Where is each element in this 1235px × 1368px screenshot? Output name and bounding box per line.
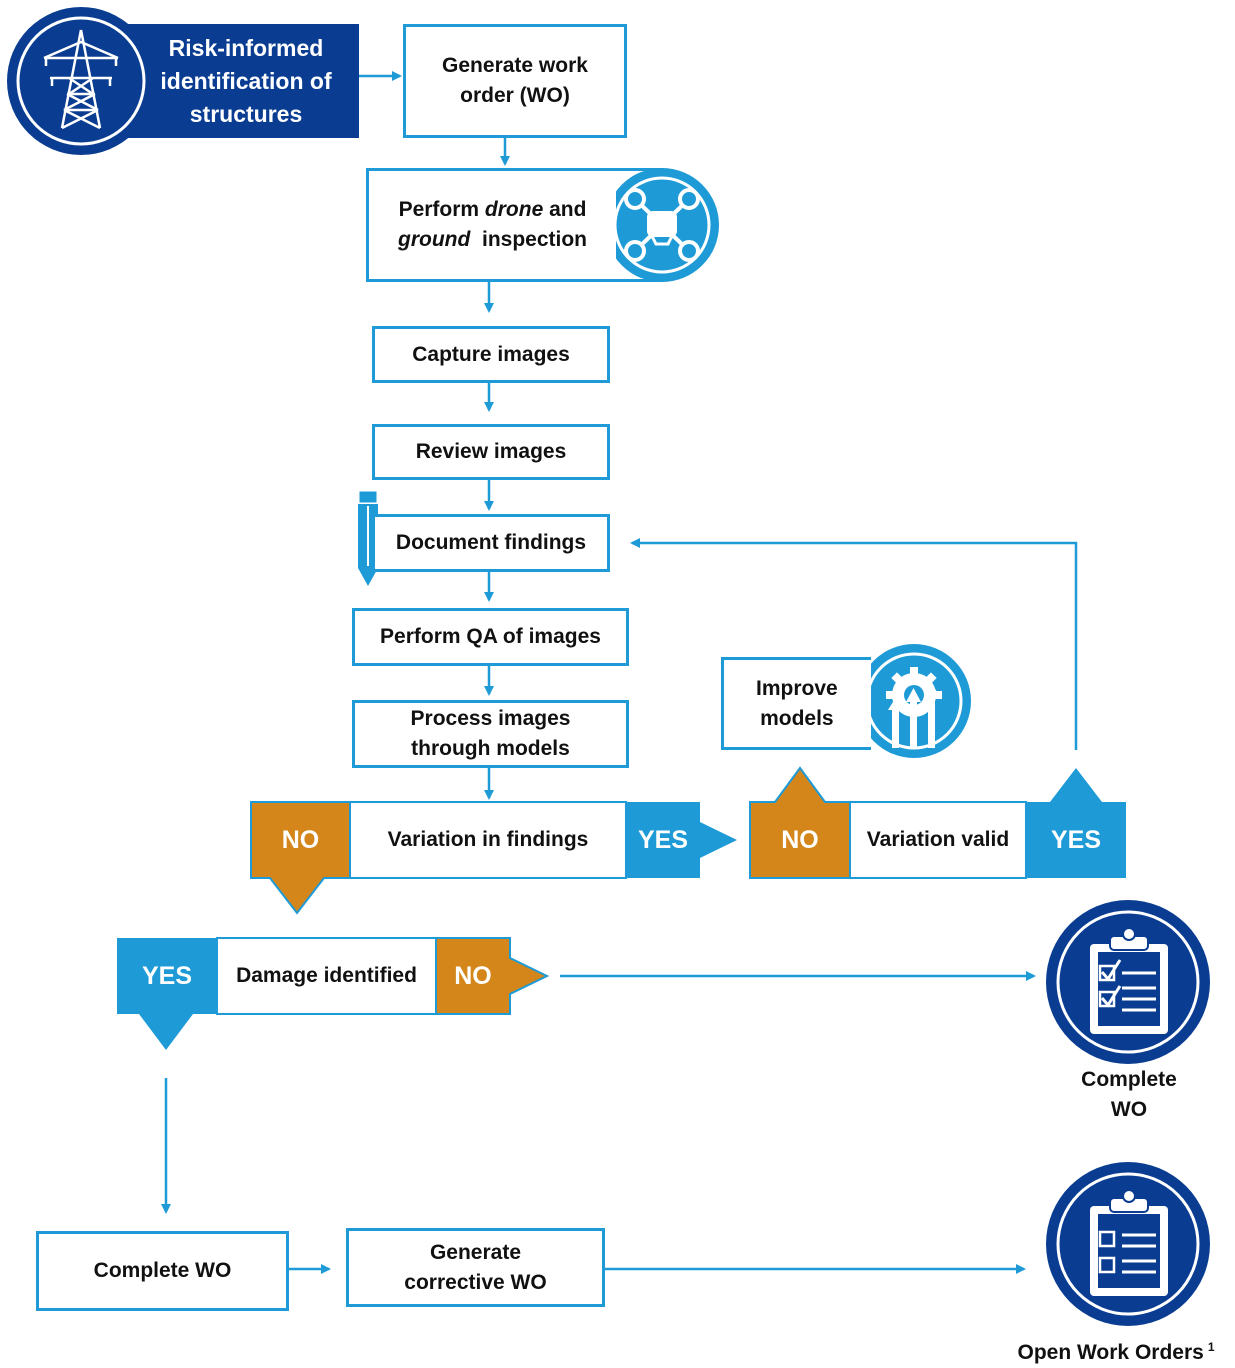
step-improve-models-label: Improve models — [756, 676, 838, 730]
decision-variation-findings — [250, 801, 737, 915]
step-generate-corrective-wo[interactable]: Generate corrective WO — [346, 1228, 605, 1307]
complete-wo-badge — [1046, 900, 1210, 1064]
start-circle — [7, 7, 155, 155]
step-perform-qa-label: Perform QA of images — [380, 625, 601, 648]
complete-wo-caption: Complete WO — [1081, 1068, 1177, 1121]
variation-valid-yes[interactable]: YES — [1050, 825, 1102, 854]
decision-variation-valid — [749, 766, 1126, 879]
variation-findings-question: Variation in findings — [387, 828, 589, 851]
variation-findings-yes[interactable]: YES — [637, 825, 689, 854]
open-work-orders-label: Open Work Orders — [1017, 1341, 1204, 1364]
loop-valid-to-document — [630, 538, 1078, 750]
variation-valid-no[interactable]: NO — [781, 825, 819, 854]
question-shape — [349, 801, 627, 879]
variation-findings-no[interactable]: NO — [281, 825, 320, 854]
step-process-images[interactable]: Process images through models — [352, 700, 629, 768]
damage-identified-no[interactable]: NO — [454, 961, 492, 990]
drone-badge — [605, 168, 719, 282]
no-branch-shape — [435, 937, 550, 1015]
yes-branch-shape — [1026, 768, 1126, 878]
question-shape — [849, 801, 1027, 879]
start-label: Risk-informed identification of structur… — [160, 34, 332, 127]
transmission-tower-icon — [43, 29, 119, 130]
step-complete-wo[interactable]: Complete WO — [36, 1231, 289, 1311]
inspection-box-bottom-edge — [614, 279, 662, 282]
step-perform-inspection-label: Perform drone and ground inspection — [398, 198, 587, 251]
step-document-findings[interactable]: Document findings — [375, 514, 610, 572]
pencil-icon — [358, 491, 378, 586]
step-complete-wo-label: Complete WO — [93, 1259, 232, 1282]
yes-branch-shape — [626, 802, 737, 878]
gear-growth-badge — [857, 644, 971, 758]
decision-damage-identified — [117, 937, 550, 1050]
variation-valid-question: Variation valid — [866, 828, 1010, 851]
gear-growth-icon — [886, 667, 942, 748]
damage-identified-question: Damage identified — [236, 964, 417, 987]
step-capture-images[interactable]: Capture images — [372, 326, 610, 383]
yes-branch-shape — [117, 938, 217, 1050]
inspection-box-top-edge — [614, 168, 662, 171]
no-branch-shape — [749, 766, 851, 879]
step-review-images[interactable]: Review images — [372, 424, 610, 480]
clipboard-open-icon — [1090, 1189, 1168, 1296]
step-generate-corrective-wo-label: Generate corrective WO — [404, 1240, 547, 1294]
drone-icon — [624, 188, 700, 262]
step-generate-wo-label: Generate work order (WO) — [442, 54, 588, 107]
step-review-images-label: Review images — [415, 440, 567, 463]
step-perform-inspection[interactable]: Perform drone and ground inspection — [366, 168, 616, 282]
step-improve-models[interactable]: Improve models — [721, 657, 871, 750]
step-capture-images-label: Capture images — [412, 342, 570, 366]
step-perform-qa[interactable]: Perform QA of images — [352, 608, 629, 666]
damage-identified-yes[interactable]: YES — [141, 961, 193, 990]
start-node — [7, 7, 359, 155]
clipboard-checked-icon — [1090, 927, 1168, 1034]
step-generate-wo[interactable]: Generate work order (WO) — [403, 24, 627, 138]
open-work-orders-badge — [1046, 1162, 1210, 1326]
step-process-images-label: Process images through models — [410, 707, 571, 760]
footnote-marker: 1 — [1207, 1340, 1215, 1354]
step-document-findings-label: Document findings — [395, 531, 587, 554]
